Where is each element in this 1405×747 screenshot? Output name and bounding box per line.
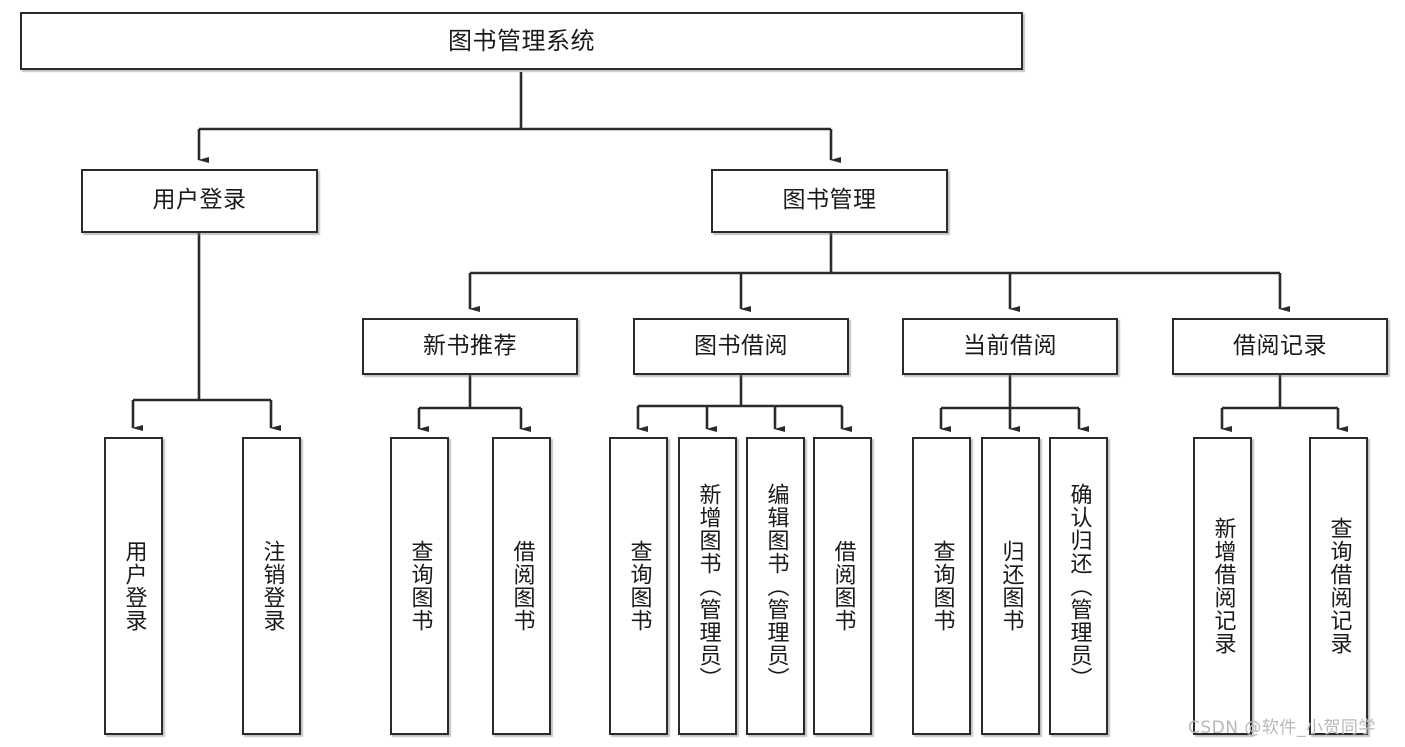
- node-book-borrow[interactable]: 图书借阅: [633, 318, 849, 375]
- node-label: 当前借阅: [963, 332, 1057, 359]
- node-borrow-record[interactable]: 借阅记录: [1172, 318, 1388, 375]
- leaf-user-login-logout[interactable]: 注销登录: [242, 437, 301, 735]
- node-label: 借阅图书: [509, 540, 535, 632]
- node-label: 图书借阅: [694, 332, 788, 359]
- leaf-borrow-record-query[interactable]: 查询借阅记录: [1309, 437, 1368, 735]
- node-label: 归还图书: [998, 540, 1024, 632]
- node-book-management[interactable]: 图书管理: [711, 169, 948, 233]
- node-label: 用户登录: [152, 187, 247, 214]
- node-label: 新书推荐: [423, 332, 517, 359]
- leaf-new-book-query[interactable]: 查询图书: [390, 437, 449, 735]
- node-label: 确认归还（管理员）: [1066, 482, 1092, 690]
- watermark: CSDN @软件_小贺同学: [1188, 718, 1376, 738]
- leaf-book-borrow-edit[interactable]: 编辑图书（管理员）: [746, 437, 805, 735]
- node-label: 注销登录: [259, 540, 285, 632]
- leaf-current-borrow-return[interactable]: 归还图书: [981, 437, 1040, 735]
- leaf-new-book-borrow[interactable]: 借阅图书: [492, 437, 551, 735]
- node-label: 查询借阅记录: [1326, 517, 1352, 655]
- leaf-current-borrow-confirm-return[interactable]: 确认归还（管理员）: [1049, 437, 1108, 735]
- leaf-current-borrow-query[interactable]: 查询图书: [912, 437, 971, 735]
- node-label: 新增借阅记录: [1210, 517, 1236, 655]
- node-label: 新增图书（管理员）: [695, 482, 721, 690]
- node-label: 用户登录: [121, 540, 147, 632]
- node-label: 借阅图书: [830, 540, 856, 632]
- node-root-system[interactable]: 图书管理系统: [20, 12, 1023, 70]
- node-label: 查询图书: [626, 540, 652, 632]
- node-label: 借阅记录: [1233, 332, 1327, 359]
- node-label: 图书管理系统: [448, 26, 595, 55]
- leaf-borrow-record-add[interactable]: 新增借阅记录: [1193, 437, 1252, 735]
- leaf-book-borrow-borrow[interactable]: 借阅图书: [813, 437, 872, 735]
- node-label: 编辑图书（管理员）: [763, 482, 789, 690]
- node-user-login[interactable]: 用户登录: [81, 169, 318, 233]
- node-label: 查询图书: [929, 540, 955, 632]
- node-new-book-recommend[interactable]: 新书推荐: [362, 318, 578, 375]
- leaf-user-login-login[interactable]: 用户登录: [104, 437, 163, 735]
- node-label: 图书管理: [782, 187, 877, 214]
- leaf-book-borrow-query[interactable]: 查询图书: [609, 437, 668, 735]
- leaf-book-borrow-add[interactable]: 新增图书（管理员）: [678, 437, 737, 735]
- node-current-borrow[interactable]: 当前借阅: [902, 318, 1118, 375]
- node-label: 查询图书: [407, 540, 433, 632]
